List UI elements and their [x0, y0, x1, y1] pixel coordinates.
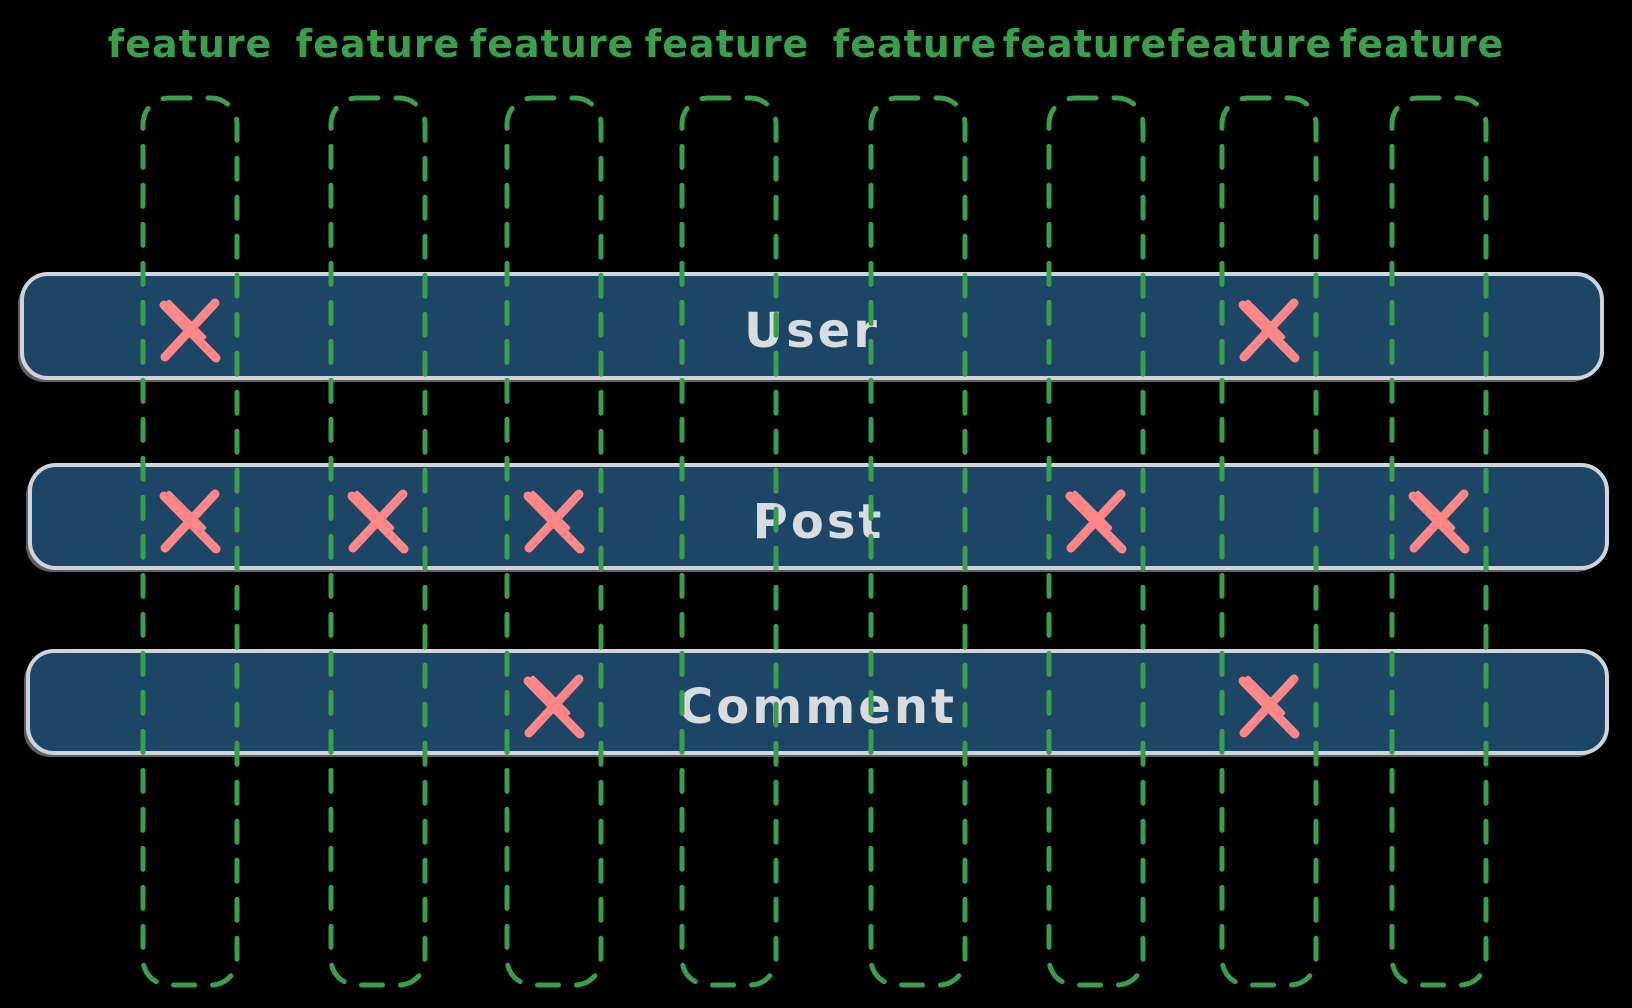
feature-column-outline: [1389, 95, 1489, 988]
x-icon: [1408, 489, 1470, 553]
feature-x-mark: [1227, 664, 1311, 752]
feature-column-label: feature: [295, 22, 461, 66]
feature-column-outline: [504, 95, 604, 988]
feature-column-label: feature: [1002, 22, 1168, 66]
feature-x-mark: [512, 664, 596, 752]
feature-column-label: feature: [832, 22, 998, 66]
dashed-column-rect-icon: [1219, 95, 1319, 988]
x-icon: [1065, 489, 1127, 553]
feature-x-mark: [148, 479, 232, 567]
entity-name-comment: Comment: [678, 679, 957, 735]
entity-bar-user: User: [20, 272, 1604, 380]
x-icon: [523, 489, 585, 553]
feature-x-mark: [512, 479, 596, 567]
entity-bar-post: Post: [28, 463, 1609, 570]
dashed-column-rect-icon: [679, 95, 779, 988]
x-icon: [523, 674, 585, 739]
x-icon: [159, 298, 221, 363]
feature-column-outline: [328, 95, 428, 988]
dashed-column-rect-icon: [328, 95, 428, 988]
dashed-column-rect-icon: [1389, 95, 1489, 988]
feature-column-outline: [1046, 95, 1146, 988]
feature-x-mark: [1397, 479, 1481, 567]
feature-x-mark: [1054, 479, 1138, 567]
feature-column-label: feature: [644, 22, 810, 66]
feature-x-mark: [336, 479, 420, 567]
feature-column-outline: [868, 95, 968, 988]
feature-x-mark: [148, 288, 232, 376]
dashed-column-rect-icon: [1046, 95, 1146, 988]
entity-bar-comment: Comment: [26, 649, 1609, 755]
dashed-column-rect-icon: [504, 95, 604, 988]
dashed-column-rect-icon: [140, 95, 240, 988]
x-icon: [1238, 674, 1300, 739]
x-icon: [347, 489, 409, 553]
x-icon: [159, 489, 221, 553]
dashed-column-rect-icon: [868, 95, 968, 988]
feature-column-outline: [140, 95, 240, 988]
feature-column-outline: [679, 95, 779, 988]
feature-column-label: feature: [469, 22, 635, 66]
feature-column-label: feature: [1167, 22, 1333, 66]
x-icon: [1238, 298, 1300, 363]
entity-name-user: User: [744, 303, 880, 359]
feature-column-label: feature: [107, 22, 273, 66]
feature-column-label: feature: [1339, 22, 1505, 66]
feature-x-mark: [1227, 288, 1311, 376]
feature-column-outline: [1219, 95, 1319, 988]
